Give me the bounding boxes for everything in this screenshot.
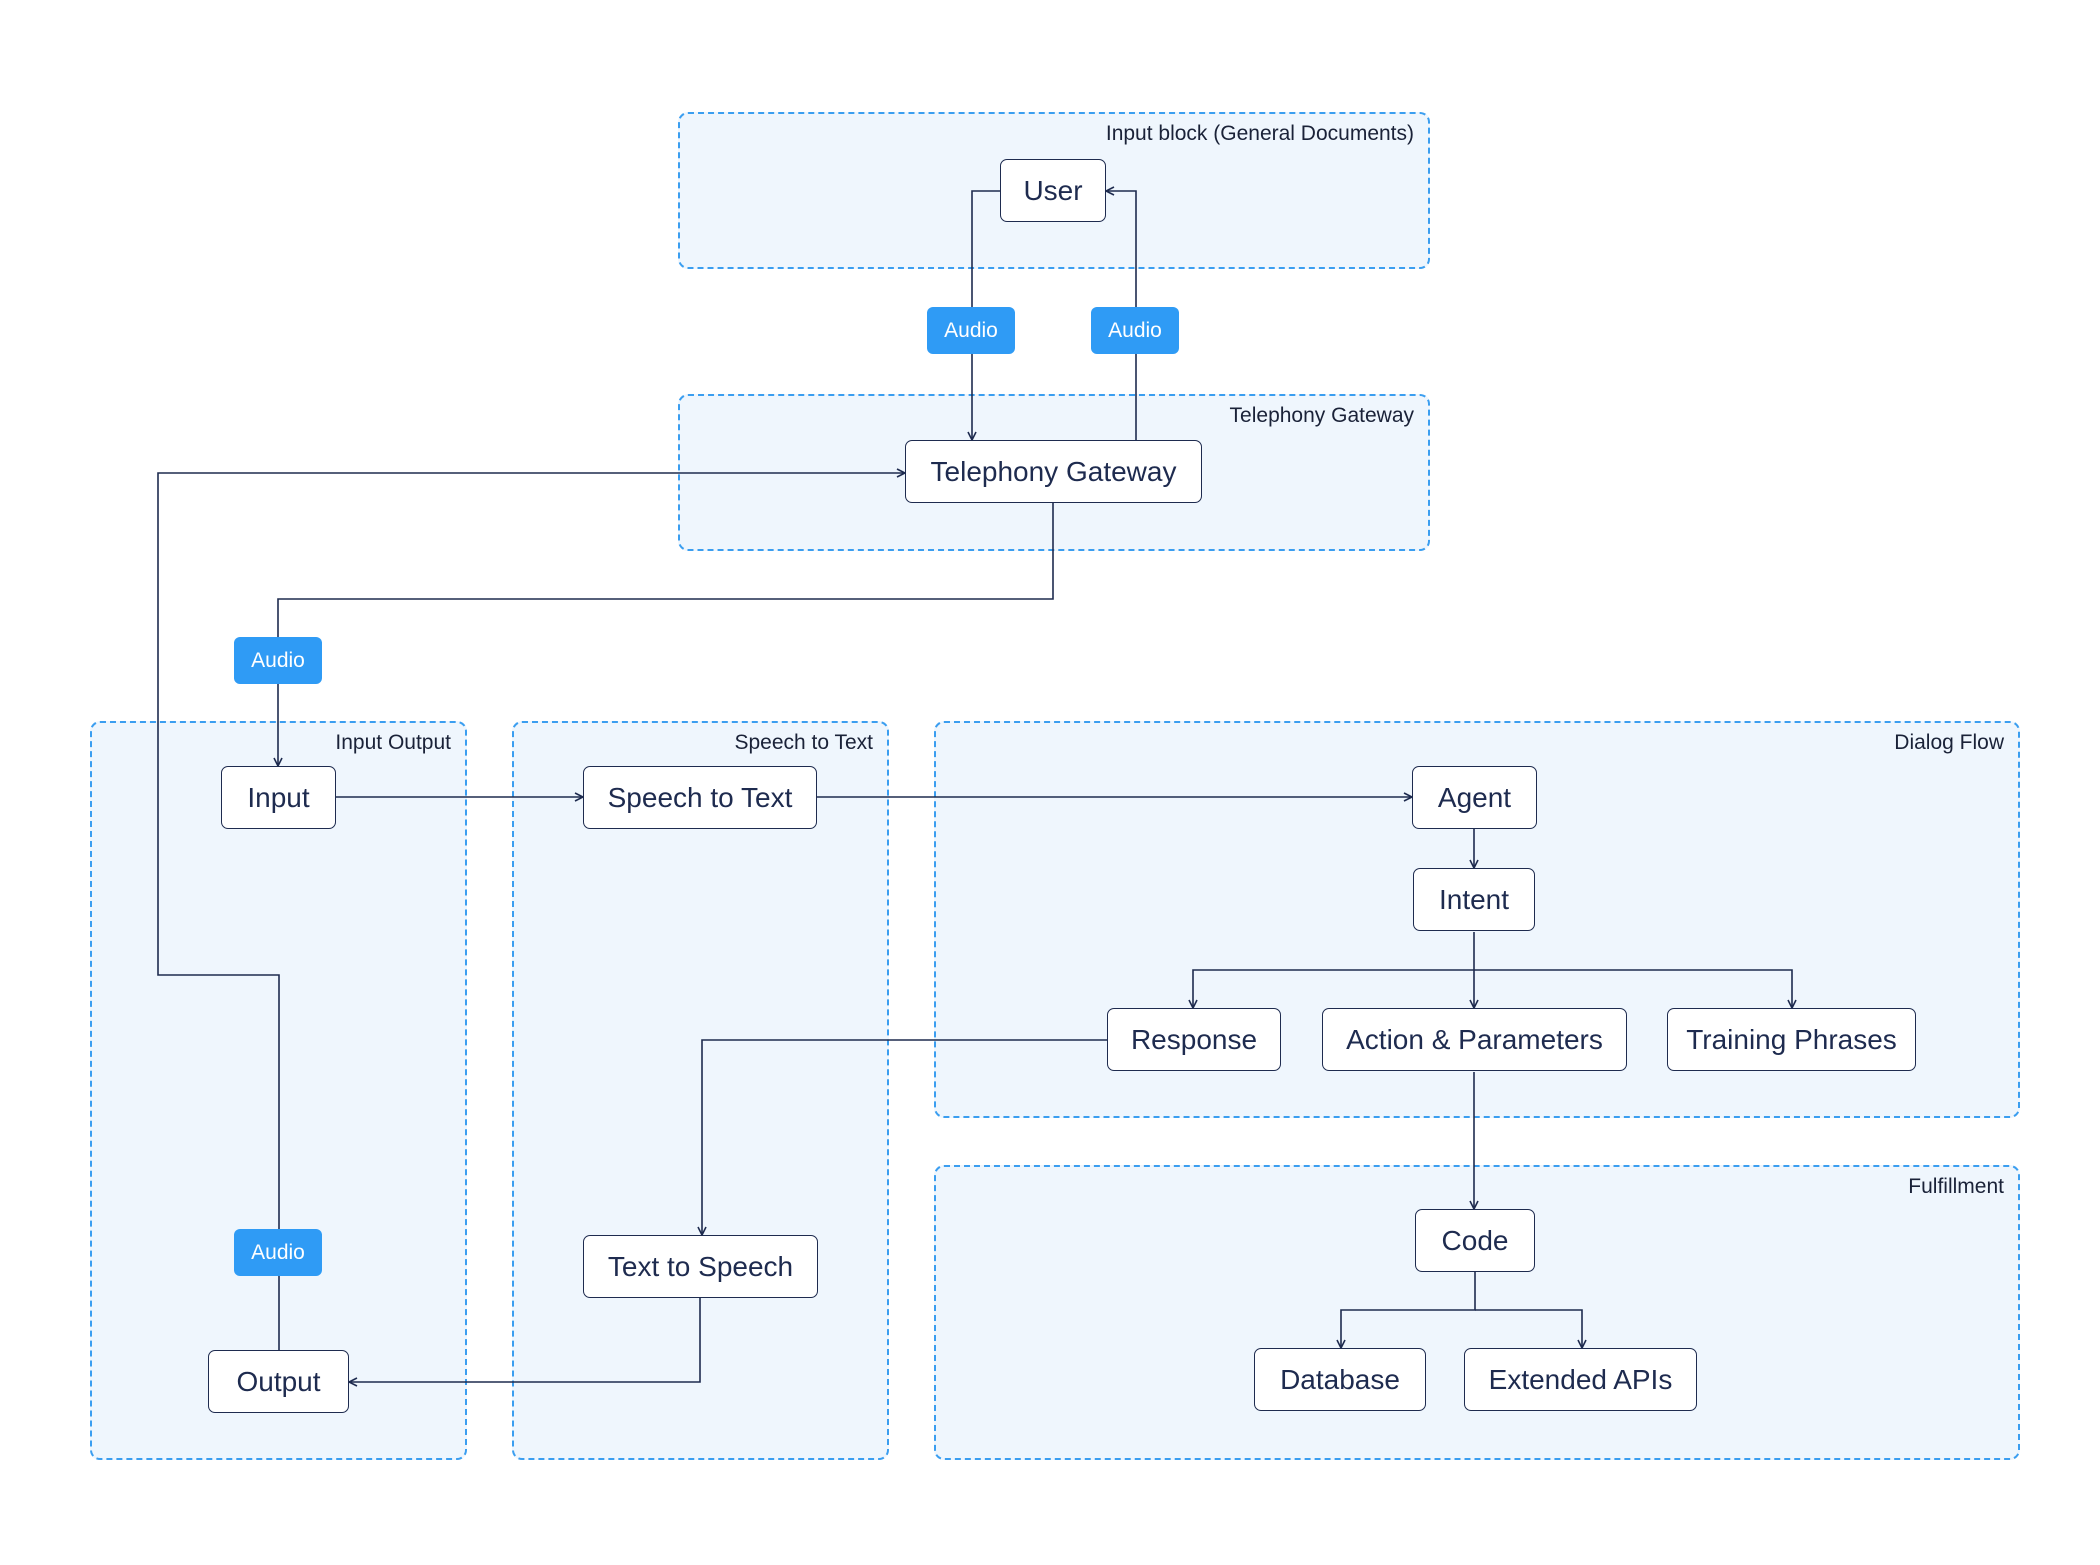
- group-speech-to-text: Speech to Text: [512, 721, 889, 1460]
- database-node[interactable]: Database: [1254, 1348, 1426, 1411]
- intent-node[interactable]: Intent: [1413, 868, 1535, 931]
- audio-badge-gateway-to-user: Audio: [1091, 307, 1179, 354]
- output-node[interactable]: Output: [208, 1350, 349, 1413]
- audio-badge-gateway-to-input: Audio: [234, 637, 322, 684]
- user-node[interactable]: User: [1000, 159, 1106, 222]
- text-to-speech-node[interactable]: Text to Speech: [583, 1235, 818, 1298]
- audio-badge-user-to-gateway: Audio: [927, 307, 1015, 354]
- input-node[interactable]: Input: [221, 766, 336, 829]
- group-title-fulfillment: Fulfillment: [1908, 1175, 2004, 1198]
- telephony-gateway-node[interactable]: Telephony Gateway: [905, 440, 1202, 503]
- action-parameters-node[interactable]: Action & Parameters: [1322, 1008, 1627, 1071]
- group-title-telephony: Telephony Gateway: [1229, 404, 1414, 427]
- agent-node[interactable]: Agent: [1412, 766, 1537, 829]
- group-title-input-output: Input Output: [335, 731, 451, 754]
- extended-apis-node[interactable]: Extended APIs: [1464, 1348, 1697, 1411]
- audio-badge-output-to-gateway: Audio: [234, 1229, 322, 1276]
- group-title-dialog-flow: Dialog Flow: [1894, 731, 2004, 754]
- speech-to-text-node[interactable]: Speech to Text: [583, 766, 817, 829]
- group-input-block: Input block (General Documents): [678, 112, 1430, 269]
- group-title-input-block: Input block (General Documents): [1105, 122, 1414, 145]
- group-title-speech-to-text: Speech to Text: [734, 731, 873, 754]
- code-node[interactable]: Code: [1415, 1209, 1535, 1272]
- response-node[interactable]: Response: [1107, 1008, 1281, 1071]
- training-phrases-node[interactable]: Training Phrases: [1667, 1008, 1916, 1071]
